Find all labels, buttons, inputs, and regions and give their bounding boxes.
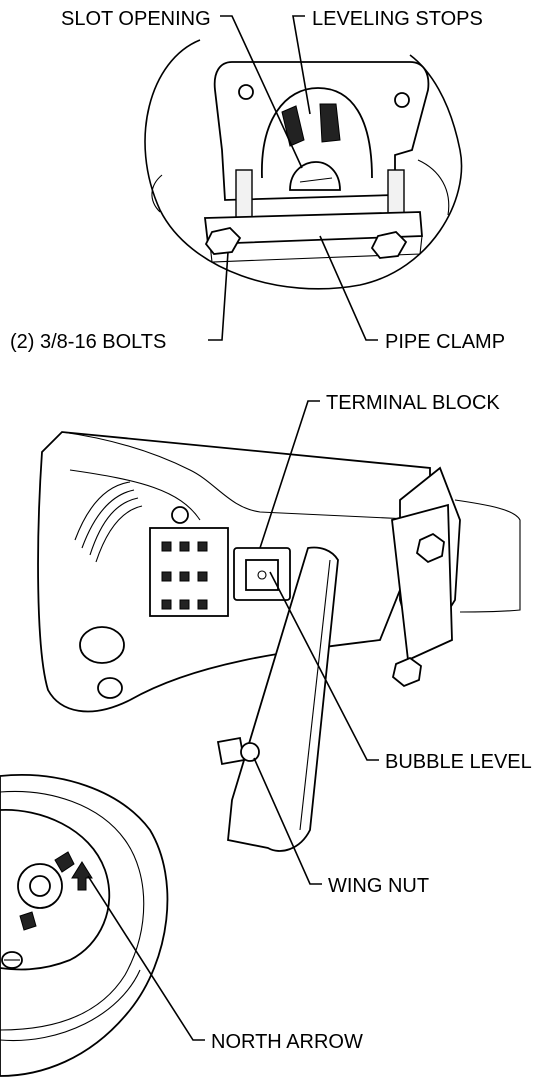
north-arrow-leader bbox=[87, 875, 205, 1041]
wire-bundle bbox=[74, 481, 143, 563]
label-bolts: (2) 3/8-16 BOLTS bbox=[10, 331, 166, 353]
terminal-block bbox=[149, 506, 229, 617]
hex-bolt-upper bbox=[415, 532, 445, 564]
housing-edge-right bbox=[417, 159, 450, 216]
pipe-outline bbox=[454, 499, 521, 613]
label-leveling-stops: LEVELING STOPS bbox=[312, 8, 483, 30]
bolt-right bbox=[370, 231, 408, 259]
bubble-level-leader bbox=[269, 571, 379, 761]
housing-detail bbox=[37, 400, 521, 885]
mount-plate bbox=[391, 503, 453, 662]
bolts-leader bbox=[208, 251, 229, 341]
label-north-arrow: NORTH ARROW bbox=[211, 1031, 363, 1053]
label-pipe-clamp: PIPE CLAMP bbox=[385, 331, 505, 353]
label-bubble-level: BUBBLE LEVEL bbox=[385, 751, 532, 773]
housing-screw bbox=[97, 677, 123, 699]
terminal-block-leader bbox=[259, 400, 320, 549]
slot-opening-leader bbox=[220, 15, 303, 169]
photocontrol-detail bbox=[0, 774, 205, 1077]
bubble-level bbox=[233, 547, 291, 601]
hex-bolt-lower bbox=[391, 656, 422, 688]
bracket-hole-left bbox=[238, 84, 254, 100]
label-slot-opening: SLOT OPENING bbox=[61, 8, 211, 30]
slot-opening bbox=[289, 161, 341, 191]
housing-boss bbox=[79, 626, 125, 664]
wing-nut-leader bbox=[253, 757, 322, 885]
hinged-door bbox=[227, 546, 339, 852]
north-arrow-icon bbox=[71, 861, 93, 891]
housing-edge-left bbox=[151, 174, 163, 213]
label-wing-nut: WING NUT bbox=[328, 875, 429, 897]
pipe-clamp-leader bbox=[319, 235, 378, 341]
detail-circle-outline bbox=[144, 39, 463, 290]
leveling-stops-leader bbox=[292, 15, 311, 115]
bolt-left bbox=[204, 227, 242, 255]
pipe-clamp-detail bbox=[144, 15, 463, 341]
photocontrol-receptacle bbox=[0, 809, 111, 971]
wing-nut bbox=[216, 736, 260, 766]
bracket-hole-right bbox=[394, 92, 410, 108]
label-terminal-block: TERMINAL BLOCK bbox=[326, 392, 500, 414]
leveling-stop-right bbox=[319, 103, 341, 143]
